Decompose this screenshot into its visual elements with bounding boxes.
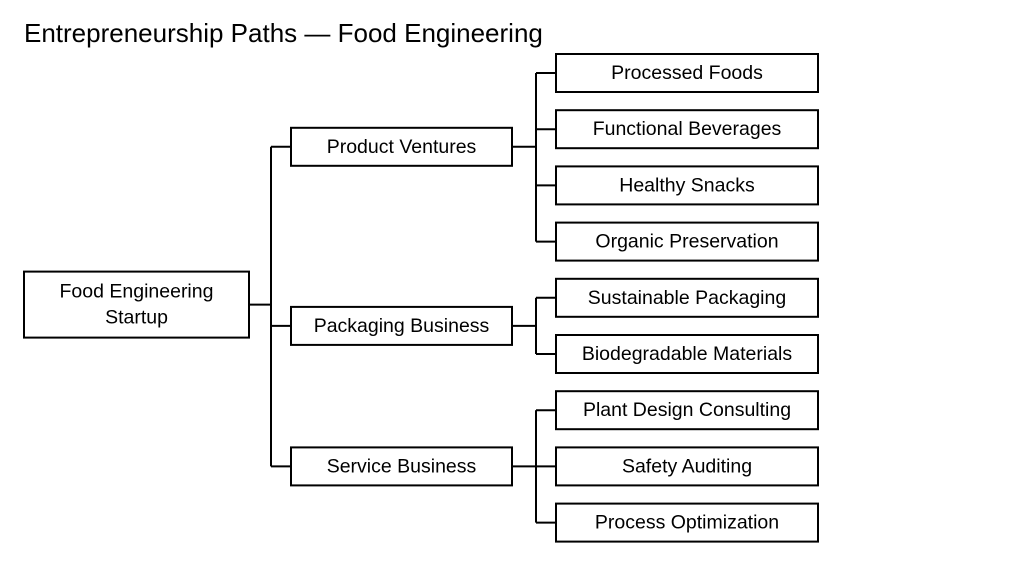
node-box-plant (555, 390, 819, 431)
node-label-biodegradable: Biodegradable Materials (582, 343, 793, 365)
node-organic: Organic Preservation (555, 221, 819, 262)
node-sustainable: Sustainable Packaging (555, 277, 819, 318)
node-packaging: Packaging Business (290, 305, 513, 346)
node-label-plant: Plant Design Consulting (583, 399, 791, 421)
node-box-packaging (290, 305, 513, 346)
node-box-safety (555, 446, 819, 487)
node-box-process (555, 502, 819, 543)
diagram-title: Entrepreneurship Paths — Food Engineerin… (24, 18, 543, 48)
node-safety: Safety Auditing (555, 446, 819, 487)
node-box-processed (555, 53, 819, 93)
node-beverages: Functional Beverages (555, 109, 819, 150)
node-label-sustainable: Sustainable Packaging (588, 287, 786, 309)
node-label-snacks: Healthy Snacks (619, 174, 755, 196)
node-label-processed: Processed Foods (611, 62, 763, 84)
node-snacks: Healthy Snacks (555, 165, 819, 206)
node-box-root (23, 270, 250, 339)
node-plant: Plant Design Consulting (555, 390, 819, 431)
node-box-snacks (555, 165, 819, 206)
connector-lines (249, 72, 556, 524)
node-label-organic: Organic Preservation (595, 231, 778, 253)
node-box-product (290, 126, 513, 167)
node-service: Service Business (290, 446, 513, 487)
node-label-product: Product Ventures (327, 136, 477, 158)
node-box-service (290, 446, 513, 487)
node-processed: Processed Foods (555, 53, 819, 93)
node-label-root-1: Food Engineering (60, 281, 214, 303)
node-label-beverages: Functional Beverages (593, 118, 782, 140)
node-biodegradable: Biodegradable Materials (555, 334, 819, 374)
node-box-sustainable (555, 277, 819, 318)
node-box-biodegradable (555, 334, 819, 374)
node-label-process: Process Optimization (595, 512, 779, 534)
node-process: Process Optimization (555, 502, 819, 543)
node-label-safety: Safety Auditing (622, 455, 752, 477)
node-box-beverages (555, 109, 819, 150)
node-label-root-2: Startup (105, 307, 168, 329)
node-label-packaging: Packaging Business (314, 315, 490, 337)
node-label-service: Service Business (327, 455, 477, 477)
node-product: Product Ventures (290, 126, 513, 167)
node-box-organic (555, 221, 819, 262)
